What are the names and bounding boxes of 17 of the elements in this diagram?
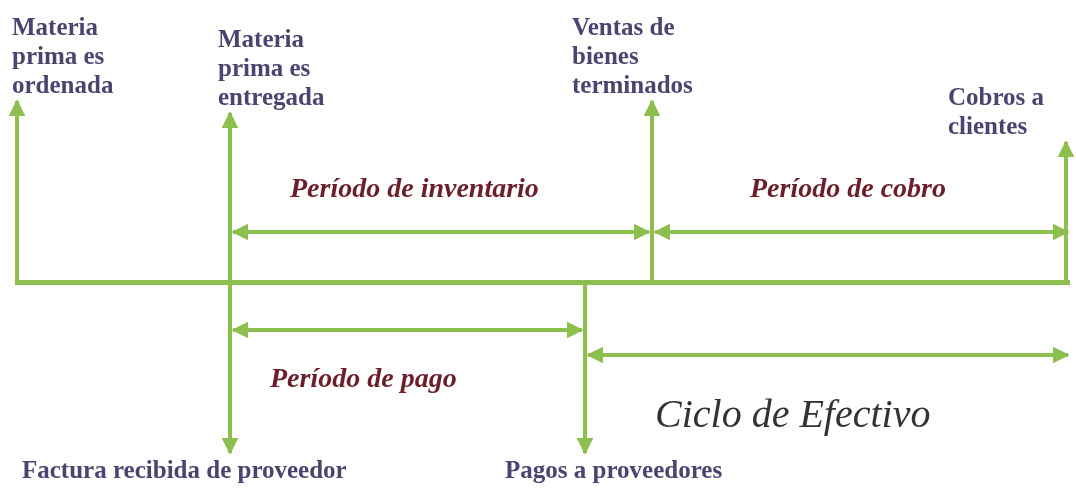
- event-label: Materia prima es entregada: [218, 24, 358, 111]
- arrow: [1057, 140, 1075, 280]
- event-label: Factura recibida de proveedor: [22, 455, 462, 484]
- arrow: [576, 285, 594, 455]
- arrow: [8, 99, 26, 280]
- arrow: [221, 285, 239, 455]
- timeline-bar: [15, 280, 1070, 285]
- event-label: Pagos a proveedores: [505, 455, 805, 484]
- period-label: Período de pago: [270, 362, 457, 394]
- period-label: Período de inventario: [290, 172, 539, 204]
- arrow: [221, 111, 239, 280]
- period-label: Período de cobro: [750, 172, 946, 204]
- cycle-label: Ciclo de Efectivo: [655, 390, 931, 437]
- event-label: Cobros a clientes: [948, 82, 1073, 140]
- event-label: Ventas de bienes terminados: [572, 12, 737, 99]
- arrow: [643, 99, 661, 280]
- event-label: Materia prima es ordenada: [12, 12, 152, 99]
